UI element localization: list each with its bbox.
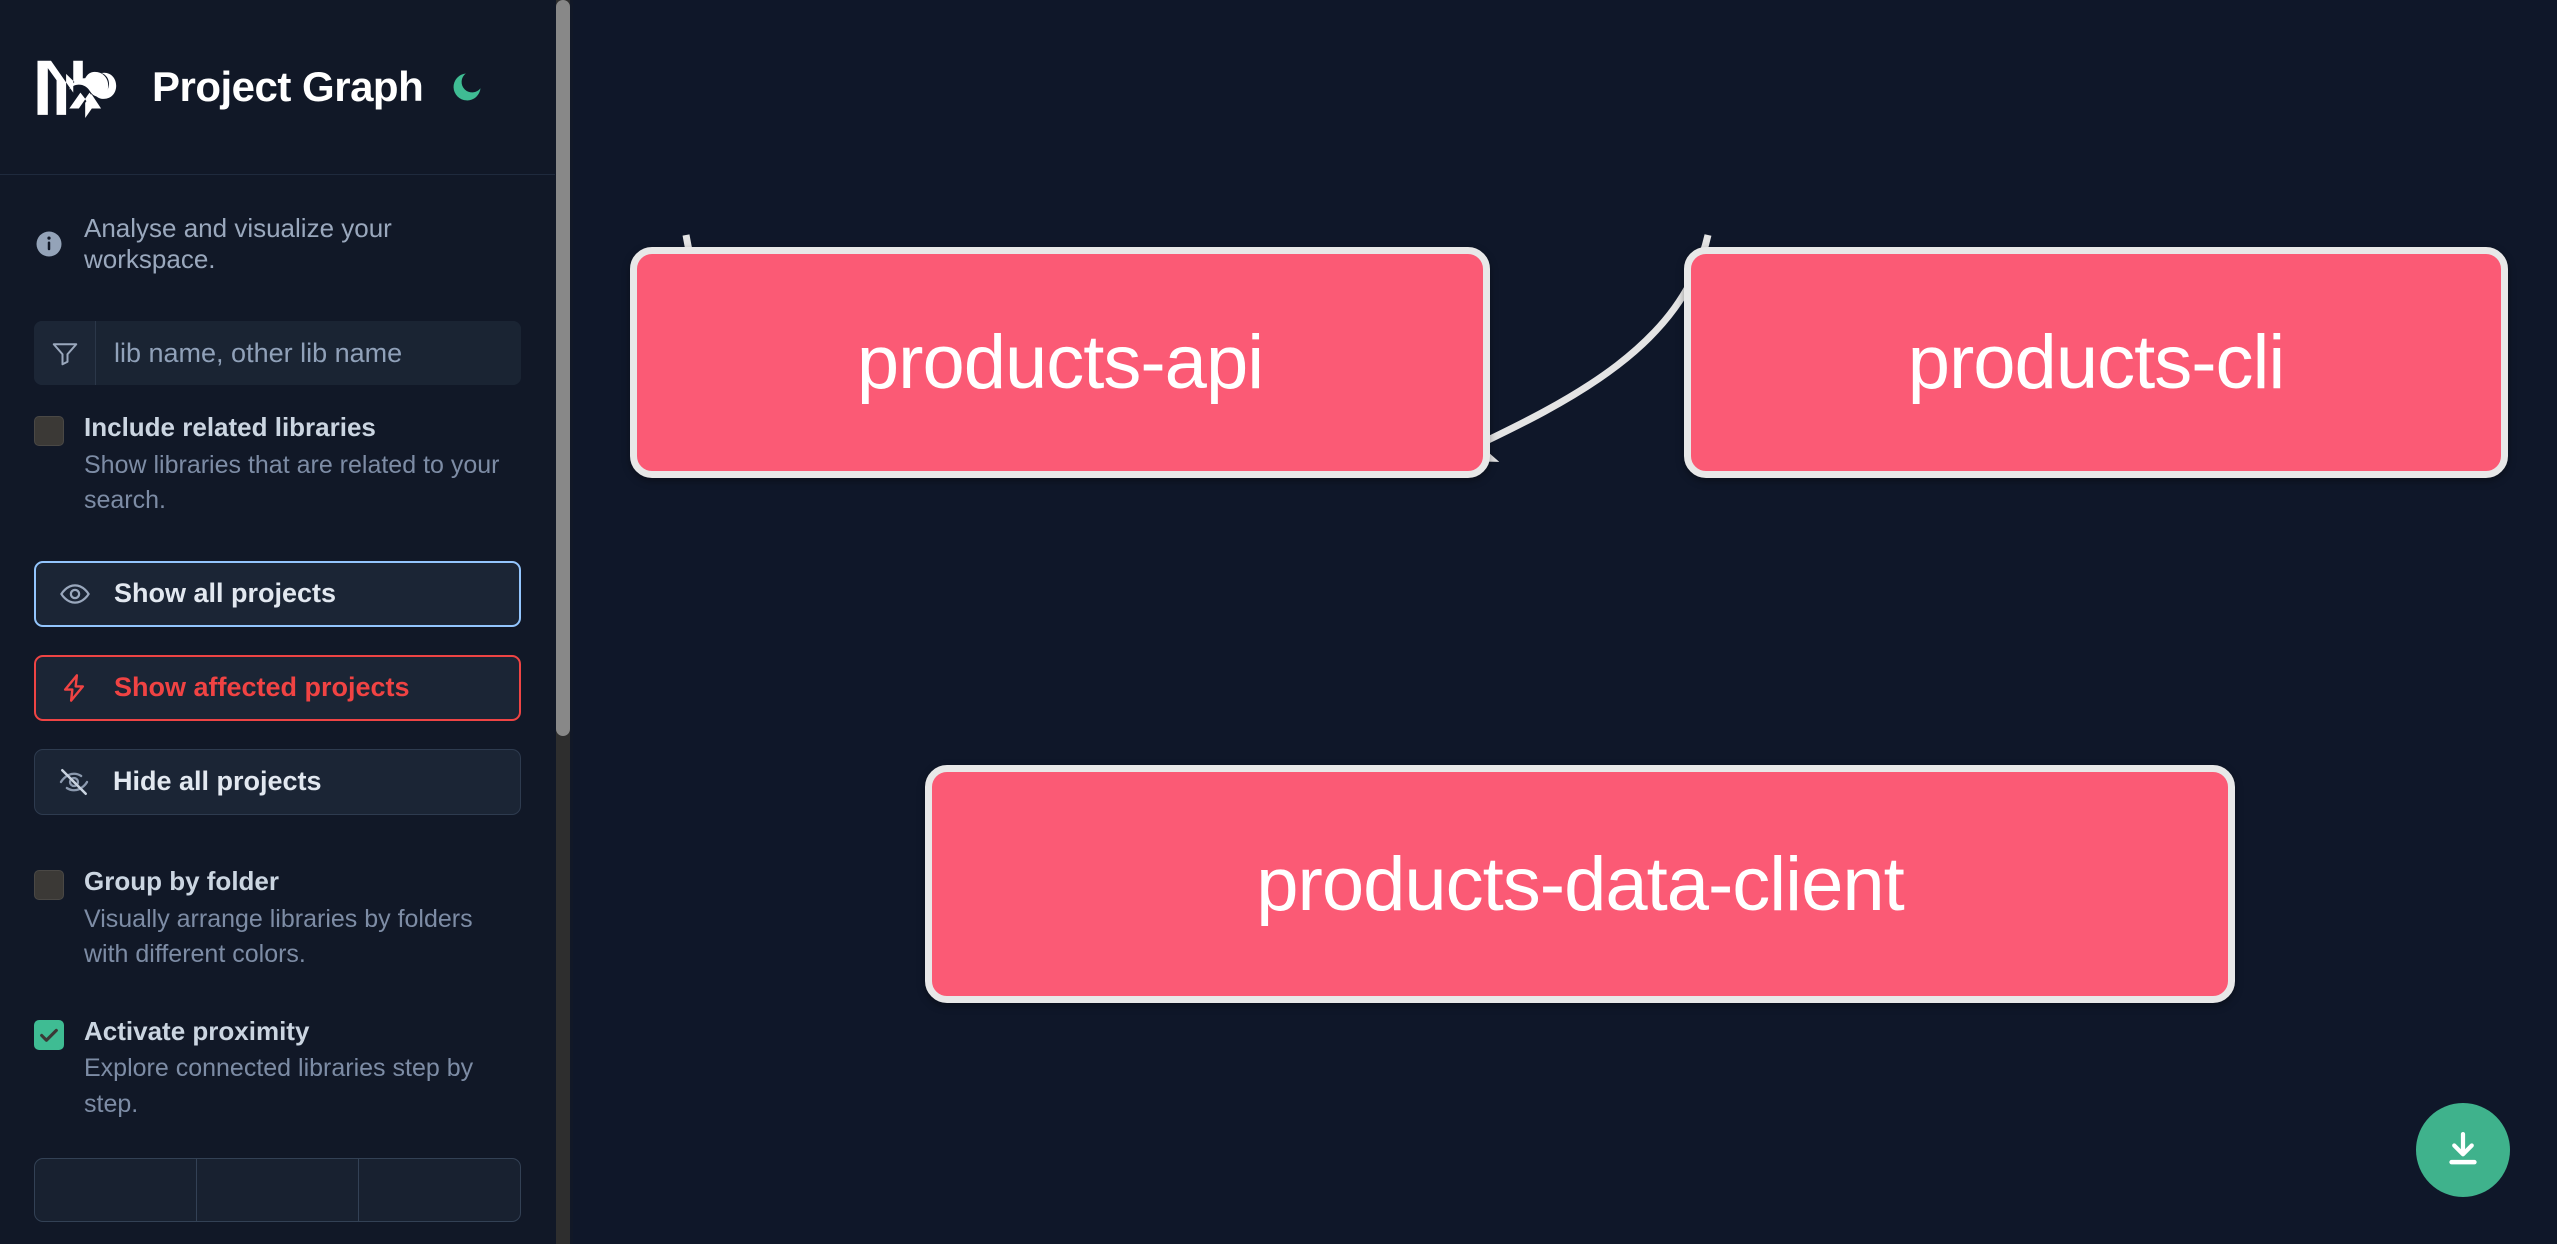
graph-node-label: products-api [856,320,1264,405]
eye-off-icon [57,765,91,799]
sidebar-tagline: Analyse and visualize your workspace. [0,175,555,275]
graph-node-label: products-data-client [1256,841,1904,927]
activate-proximity-description: Explore connected libraries step by step… [84,1054,474,1118]
graph-edges [682,234,1712,463]
search-input[interactable] [96,321,521,385]
sidebar-scroll-region[interactable]: Project Graph Analyse and visualize yo [0,0,573,1244]
sidebar: Project Graph Analyse and visualize yo [0,0,573,1244]
include-related-libraries-label: Include related libraries [84,412,376,442]
activate-proximity-label: Activate proximity [84,1015,310,1046]
graph-node-products-api[interactable]: products-api [630,247,1490,478]
graph-node-products-cli[interactable]: products-cli [1684,247,2508,478]
group-by-folder-row[interactable]: Group by folder Visually arrange librari… [0,865,555,973]
group-by-folder-label: Group by folder [84,865,279,896]
show-affected-projects-label: Show affected projects [114,672,410,703]
group-by-folder-checkbox[interactable] [34,869,64,900]
sidebar-scrollbar-thumb[interactable] [556,0,570,736]
include-related-libraries-row[interactable]: Include related libraries Show libraries… [0,411,555,519]
hide-all-projects-label: Hide all projects [113,766,322,797]
filter-icon [34,321,96,385]
download-graph-button[interactable] [2416,1103,2510,1197]
info-icon [34,229,64,259]
search-box[interactable] [34,321,521,385]
segmented-option-1[interactable] [35,1159,197,1222]
graph-node-label: products-cli [1907,320,2286,405]
download-icon [2442,1128,2484,1173]
graph-canvas[interactable]: products-api products-cli products-data-… [573,0,2557,1244]
segmented-option-3[interactable] [359,1159,520,1221]
nx-logo-icon [34,56,130,118]
eye-icon [58,577,92,611]
proximity-segmented-control[interactable] [34,1158,521,1223]
moon-icon[interactable] [445,65,489,109]
show-all-projects-button[interactable]: Show all projects [34,560,521,627]
group-by-folder-description: Visually arrange libraries by folders wi… [84,904,473,969]
graph-node-products-data-client[interactable]: products-data-client [925,765,2235,1003]
show-affected-projects-button[interactable]: Show affected projects [34,654,521,721]
activate-proximity-row[interactable]: Activate proximity Explore connected lib… [0,1015,555,1123]
sidebar-tagline-text: Analyse and visualize your workspace. [84,213,392,274]
show-all-projects-label: Show all projects [114,578,337,609]
lightning-icon [58,671,92,705]
activate-proximity-checkbox[interactable] [34,1019,64,1050]
include-related-libraries-description: Show libraries that are related to your … [84,450,500,515]
sidebar-header: Project Graph [0,0,555,175]
hide-all-projects-button[interactable]: Hide all projects [34,748,521,815]
segmented-option-2[interactable] [197,1159,359,1222]
page-title: Project Graph [152,63,424,110]
edge-products-cli-to-products-data-client [1444,234,1712,462]
include-related-libraries-checkbox[interactable] [34,416,64,446]
